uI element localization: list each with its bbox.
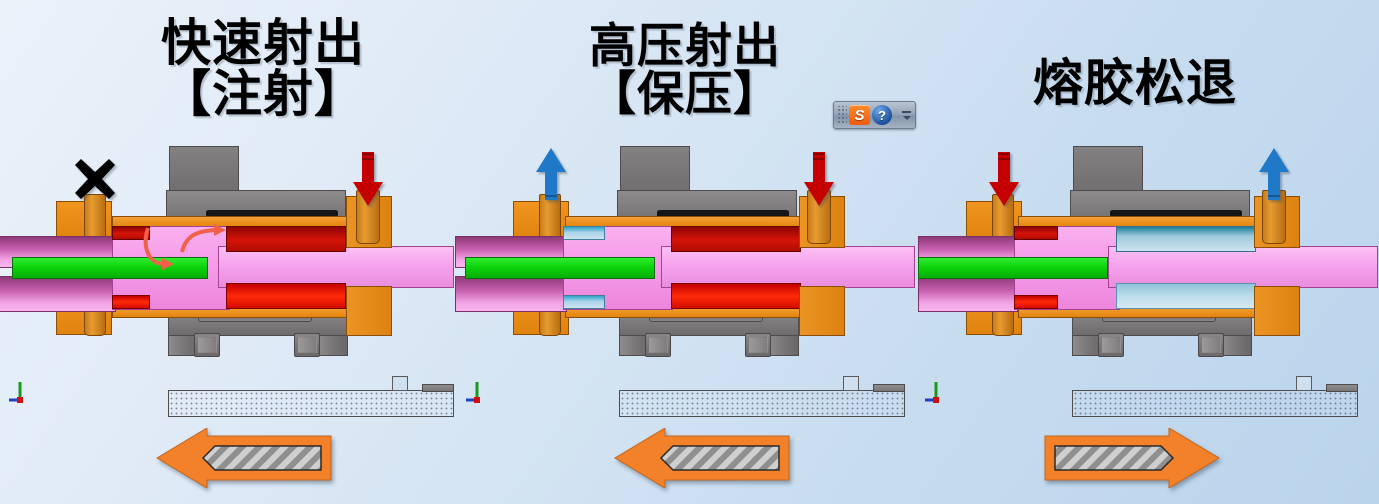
injection-unit-cross-section — [918, 128, 1378, 428]
coordinate-triad — [6, 376, 40, 406]
frame-base-plate — [168, 390, 454, 417]
frame-mini-cube — [392, 376, 408, 391]
ime-controls[interactable] — [902, 110, 913, 120]
title-line-1: 快速射出 — [161, 15, 365, 71]
frame-bolt-left — [1098, 333, 1124, 357]
oil-inlet-left-top — [112, 226, 150, 240]
piston-rod-pink — [1108, 246, 1378, 288]
title-line-1: 熔胶松退 — [1033, 55, 1237, 111]
diagram-panel-holding — [455, 128, 915, 428]
panel-title-injection: 快速射出 【注射】 — [118, 18, 408, 120]
oil-chamber-bottom — [226, 283, 346, 309]
panel-title-suckback: 熔胶松退 — [990, 58, 1280, 109]
injection-unit-cross-section — [0, 128, 454, 428]
oil-flow-arrows — [143, 224, 226, 270]
drag-grip-icon[interactable] — [836, 106, 847, 124]
oil-chamber-top — [671, 226, 801, 252]
title-line-1: 高压射出 — [589, 19, 781, 72]
frame-bolt-right — [745, 333, 771, 357]
return-chamber-top — [1116, 226, 1256, 252]
oil-inlet-left-bottom — [112, 295, 150, 309]
panel-title-holding: 高压射出 【保压】 — [545, 22, 825, 118]
motion-arrow-left — [155, 427, 333, 489]
return-fluid-bottom — [563, 295, 605, 309]
coordinate-triad — [922, 376, 956, 406]
injection-unit-cross-section — [455, 128, 915, 428]
frame-bolt-left — [645, 333, 671, 357]
screw-rod — [465, 257, 655, 279]
coordinate-triad — [463, 376, 497, 406]
oil-inlet-left-bottom — [1014, 295, 1058, 309]
frame-mini-cube — [843, 376, 859, 391]
return-fluid-top — [563, 226, 605, 240]
pressure-in-arrow-down — [986, 152, 1022, 208]
barrel-outer-left-lower — [918, 276, 1018, 312]
chevron-down-icon[interactable] — [902, 115, 911, 120]
diagram-panel-injection — [0, 128, 454, 428]
frame-rail — [1326, 384, 1358, 392]
frame-base-plate — [1072, 390, 1358, 417]
title-line-2: 【注射】 — [161, 66, 365, 122]
housing-right-block-lower — [346, 286, 392, 336]
barrel-outer-left-lower — [0, 276, 116, 312]
piston-rod-pink — [661, 246, 915, 288]
frame-base-plate — [619, 390, 905, 417]
return-chamber-bottom — [1116, 283, 1256, 309]
return-out-arrow-up — [533, 146, 569, 202]
motion-arrow-left — [613, 427, 791, 489]
blocked-port-x-icon — [72, 156, 118, 202]
barrel-outer-left-lower — [455, 276, 567, 312]
help-icon[interactable]: ? — [872, 105, 892, 125]
frame-mini-cube — [1296, 376, 1312, 391]
minimize-icon[interactable] — [902, 110, 911, 113]
pressure-in-arrow-down — [801, 152, 837, 208]
housing-right-block-lower — [799, 286, 845, 336]
oil-chamber-bottom — [671, 283, 801, 309]
frame-bolt-right — [294, 333, 320, 357]
piston-rod-pink — [218, 246, 454, 288]
frame-rail — [873, 384, 905, 392]
oil-inlet-left-top — [1014, 226, 1058, 240]
oil-chamber-top — [226, 226, 346, 252]
frame-bolt-right — [1198, 333, 1224, 357]
return-out-arrow-up — [1256, 146, 1292, 202]
motion-arrow-right — [1043, 427, 1221, 489]
diagram-panel-suckback — [918, 128, 1378, 428]
ime-floating-toolbar[interactable]: S ? — [833, 101, 916, 129]
frame-bolt-left — [194, 333, 220, 357]
pressure-in-arrow-down — [350, 152, 386, 208]
screw-rod — [918, 257, 1108, 279]
frame-rail — [422, 384, 454, 392]
title-line-2: 【保压】 — [589, 66, 781, 120]
housing-right-block-lower — [1254, 286, 1300, 336]
sogou-logo-icon[interactable]: S — [849, 105, 870, 125]
